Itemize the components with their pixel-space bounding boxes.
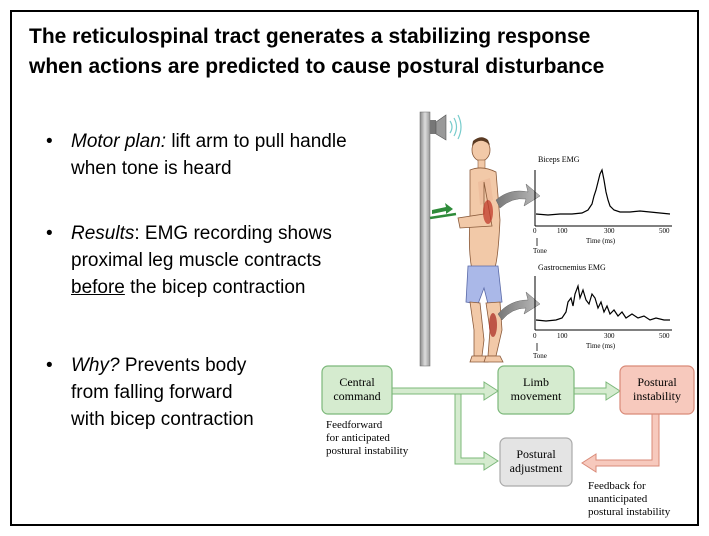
svg-text:Limb: Limb [523,375,549,389]
biceps-emg-trace [535,168,671,216]
svg-text:100: 100 [557,227,568,235]
shorts [465,265,503,305]
svg-text:Postural: Postural [637,375,677,389]
arrow-to-biceps-emg [495,183,541,209]
feedback-note: Feedback for [588,480,646,492]
limb-movement-box [497,365,575,415]
arrow-to-gastro-emg [497,291,541,321]
svg-text:movement: movement [511,389,562,403]
gastro-emg-label: Gastrocnemius EMG [538,263,606,272]
svg-text:0: 0 [533,227,537,235]
bullet-dot: • [46,355,53,376]
svg-text:0: 0 [533,332,537,340]
bullet-dot: • [46,131,53,152]
feedforward-note: Feedforward [326,419,383,431]
slide: The reticulospinal tract generates a sta… [10,10,699,526]
svg-text:Central: Central [339,375,375,389]
svg-text:100: 100 [557,332,568,340]
svg-text:Postural: Postural [516,447,556,461]
svg-text:instability: instability [633,389,681,403]
svg-text:Time (ms): Time (ms) [586,237,616,245]
gastro-emg-trace [535,283,670,322]
person-figure [429,137,504,363]
handle [429,212,457,220]
biceps-muscle [483,200,493,224]
postural-instability-box [619,365,695,415]
biceps-emg-label: Biceps EMG [538,155,580,164]
svg-text:500: 500 [659,332,670,340]
slide-title: The reticulospinal tract generates a sta… [29,25,605,78]
svg-text:postural instability: postural instability [588,506,671,518]
svg-text:unanticipated: unanticipated [588,493,648,505]
central-command-box [321,365,393,415]
svg-text:Time (ms): Time (ms) [586,342,616,350]
speaker-icon [430,114,462,141]
svg-text:command: command [333,389,380,403]
svg-text:300: 300 [604,227,615,235]
svg-text:Tone: Tone [533,352,547,360]
svg-text:Tone: Tone [533,247,547,255]
postural-adjustment-box [499,437,573,487]
flow-connectors [389,381,660,473]
svg-text:500: 500 [659,227,670,235]
bullet-dot: • [46,223,53,244]
svg-text:for anticipated: for anticipated [326,432,390,444]
svg-text:postural instability: postural instability [326,445,409,457]
svg-text:300: 300 [604,332,615,340]
svg-text:adjustment: adjustment [510,461,563,475]
wall-pole [419,111,431,367]
gastrocnemius-muscle [489,313,497,337]
